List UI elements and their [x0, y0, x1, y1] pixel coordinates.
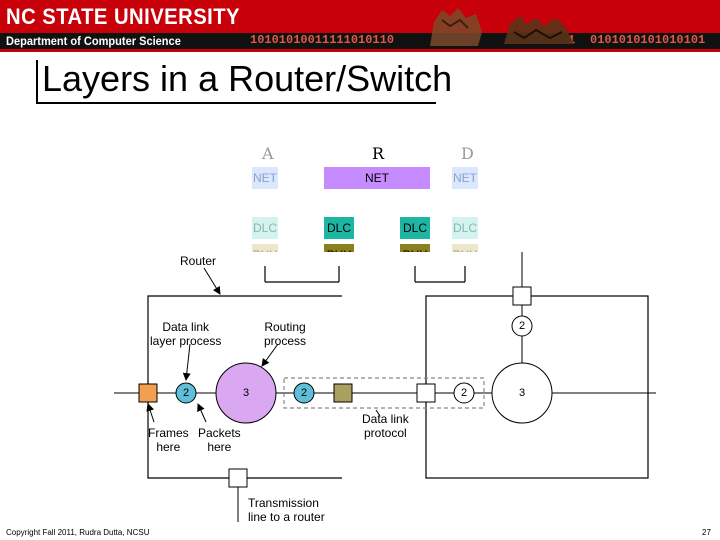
router-label: Router — [180, 254, 217, 268]
binary-text: 10101010011111010110 — [250, 33, 395, 47]
dll-process-circle — [175, 382, 197, 404]
dll-protocol-tick — [375, 409, 381, 417]
node-label-a: A — [262, 144, 274, 163]
transmission-label: Transmission line to a router — [248, 496, 325, 524]
port-bottom — [228, 468, 248, 488]
wolf-logo-icon — [430, 8, 482, 46]
router-arrow — [203, 267, 221, 295]
dll-process-line: Data link — [162, 320, 210, 334]
wolf-logo-icon — [504, 16, 574, 44]
packets-line: here — [207, 440, 232, 454]
layer-net-d: NET — [452, 167, 478, 189]
department-name: Department of Computer Science — [6, 34, 181, 48]
layer-net-a: NET — [252, 167, 278, 189]
dll-protocol-box — [283, 377, 485, 409]
frames-label: Frames here — [148, 426, 189, 454]
transmission-line-text: Transmission — [248, 496, 319, 510]
circle-label-2: 2 — [460, 387, 468, 399]
routing-arrow — [261, 343, 279, 367]
dll-process-label: Data link layer process — [150, 320, 221, 348]
circle-label-2: 2 — [182, 387, 190, 399]
title-underline — [36, 102, 436, 104]
layer-dlc-r-right: DLC — [400, 217, 430, 239]
port-remote — [416, 383, 436, 403]
dll-arrow — [182, 343, 191, 381]
remote-dll-circle-top — [511, 315, 533, 337]
port-olive — [333, 383, 353, 403]
remote-dll-circle — [453, 382, 475, 404]
page-number: 27 — [702, 528, 711, 537]
circle-label-3: 3 — [518, 387, 526, 399]
transmission-line-text: line to a router — [248, 510, 325, 524]
dll-protocol-line: protocol — [363, 426, 407, 440]
binary-text: 0101010101010101 — [590, 33, 706, 47]
remote-routing-circle — [491, 362, 553, 424]
dll-process-line: layer process — [150, 334, 222, 348]
node-label-r: R — [372, 144, 385, 163]
dll-protocol-label: Data link protocol — [362, 412, 409, 440]
port-top — [512, 286, 532, 306]
packets-arrow — [197, 403, 207, 423]
circle-label-3: 3 — [242, 387, 250, 399]
routing-process-label: Routing process — [264, 320, 306, 348]
node-label-d: D — [461, 144, 474, 163]
frames-line: here — [156, 440, 181, 454]
header-banner: NC STATE UNIVERSITY Department of Comput… — [0, 0, 720, 52]
university-name: NC STATE UNIVERSITY — [6, 4, 241, 29]
frames-arrow — [146, 403, 155, 423]
port-left — [138, 383, 158, 403]
packets-line: Packets — [198, 426, 241, 440]
slide-title: Layers in a Router/Switch — [42, 58, 453, 99]
dll-protocol-line: Data link — [362, 412, 409, 426]
layer-dlc-a: DLC — [252, 217, 278, 239]
router-figure-drawing — [114, 252, 656, 522]
circle-label-2: 2 — [300, 387, 308, 399]
routing-process-circle — [215, 362, 277, 424]
layer-dlc-d: DLC — [452, 217, 478, 239]
layer-dlc-r-left: DLC — [324, 217, 354, 239]
copyright-text: Copyright Fall 2011, Rudra Dutta, NCSU — [6, 528, 150, 537]
title-rule — [36, 60, 38, 102]
routing-process-line: Routing — [264, 320, 306, 334]
layer-net-r: NET — [324, 167, 430, 189]
layer-connector-lines — [264, 266, 466, 283]
dll-process-circle — [293, 382, 315, 404]
frames-line: Frames — [148, 426, 189, 440]
router-figure: 2 3 2 2 2 3 Router Data link layer proce… — [114, 252, 656, 524]
circle-label-2: 2 — [518, 320, 526, 332]
routing-process-line: process — [264, 334, 307, 348]
packets-label: Packets here — [198, 426, 241, 454]
